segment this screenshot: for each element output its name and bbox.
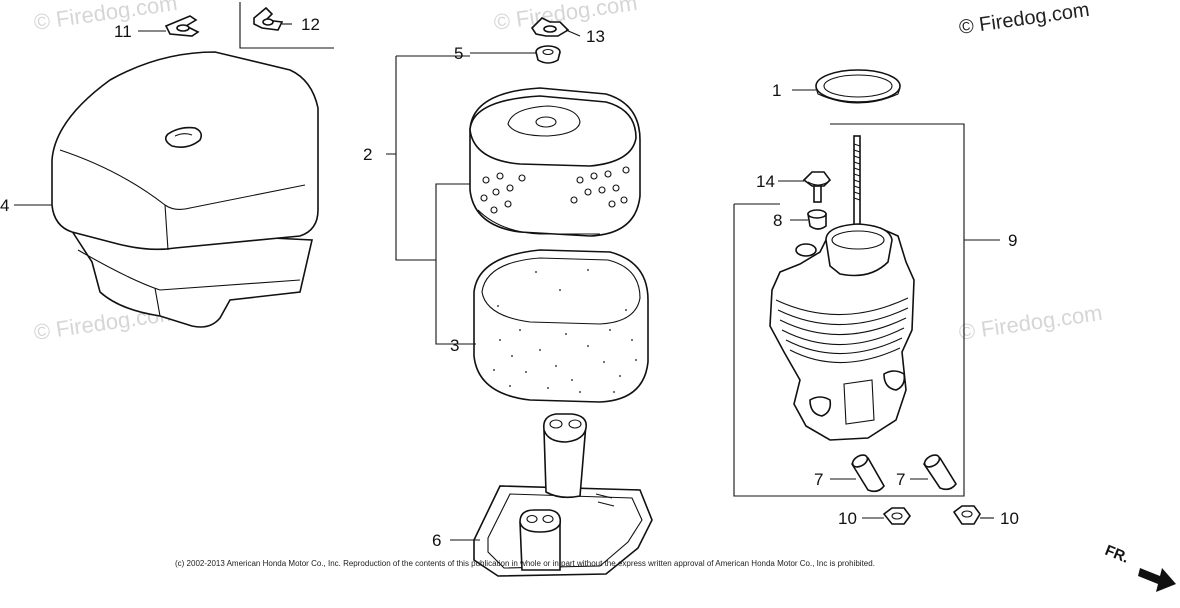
leader-lines xyxy=(14,23,1000,541)
callout-12: 12 xyxy=(301,15,320,34)
watermark-mid-right: © Firedog.com xyxy=(957,300,1104,345)
callout-10-left: 10 xyxy=(838,509,857,528)
air-filter-element xyxy=(469,87,641,237)
wing-nut-11 xyxy=(164,15,200,37)
callout-labels: 11 12 13 5 2 4 3 6 1 14 8 9 7 7 10 10 xyxy=(0,15,1019,550)
callout-14: 14 xyxy=(756,172,775,191)
callout-9: 9 xyxy=(1008,231,1017,250)
foam-element xyxy=(473,249,649,403)
callout-11: 11 xyxy=(114,22,132,41)
callout-5: 5 xyxy=(454,44,463,63)
collar-8 xyxy=(807,209,827,230)
tube-7-right xyxy=(923,454,957,491)
callout-3: 3 xyxy=(450,336,459,355)
callout-8: 8 xyxy=(773,211,782,230)
nut-10-left xyxy=(882,507,911,525)
front-arrow-icon xyxy=(1138,568,1176,592)
air-cleaner-cover xyxy=(51,51,319,328)
front-direction-indicator: FR. xyxy=(1103,542,1176,592)
tube-7-left xyxy=(851,454,885,493)
bolt-14 xyxy=(802,171,832,203)
callout-2: 2 xyxy=(363,145,372,164)
callout-10-right: 10 xyxy=(1000,509,1019,528)
packing-ring-1 xyxy=(815,69,901,104)
air-cleaner-elbow xyxy=(769,135,915,441)
grommet-5 xyxy=(535,45,561,64)
callout-4: 4 xyxy=(0,196,9,215)
watermark-top-right: © Firedog.com xyxy=(958,0,1091,39)
callout-1: 1 xyxy=(772,81,781,100)
callout-7-left: 7 xyxy=(814,470,823,489)
callout-6: 6 xyxy=(432,531,441,550)
copyright-notice: (c) 2002-2013 American Honda Motor Co., … xyxy=(175,559,875,568)
wing-nut-13 xyxy=(530,17,570,37)
nut-10-right xyxy=(952,505,981,525)
front-direction-label: FR. xyxy=(1103,542,1132,567)
wing-nut-12 xyxy=(253,6,284,31)
bracket-12 xyxy=(239,2,334,49)
air-cleaner-case xyxy=(473,413,653,577)
callout-13: 13 xyxy=(586,27,605,46)
watermark-top-left: © Firedog.com xyxy=(32,0,179,35)
callout-7-right: 7 xyxy=(896,470,905,489)
